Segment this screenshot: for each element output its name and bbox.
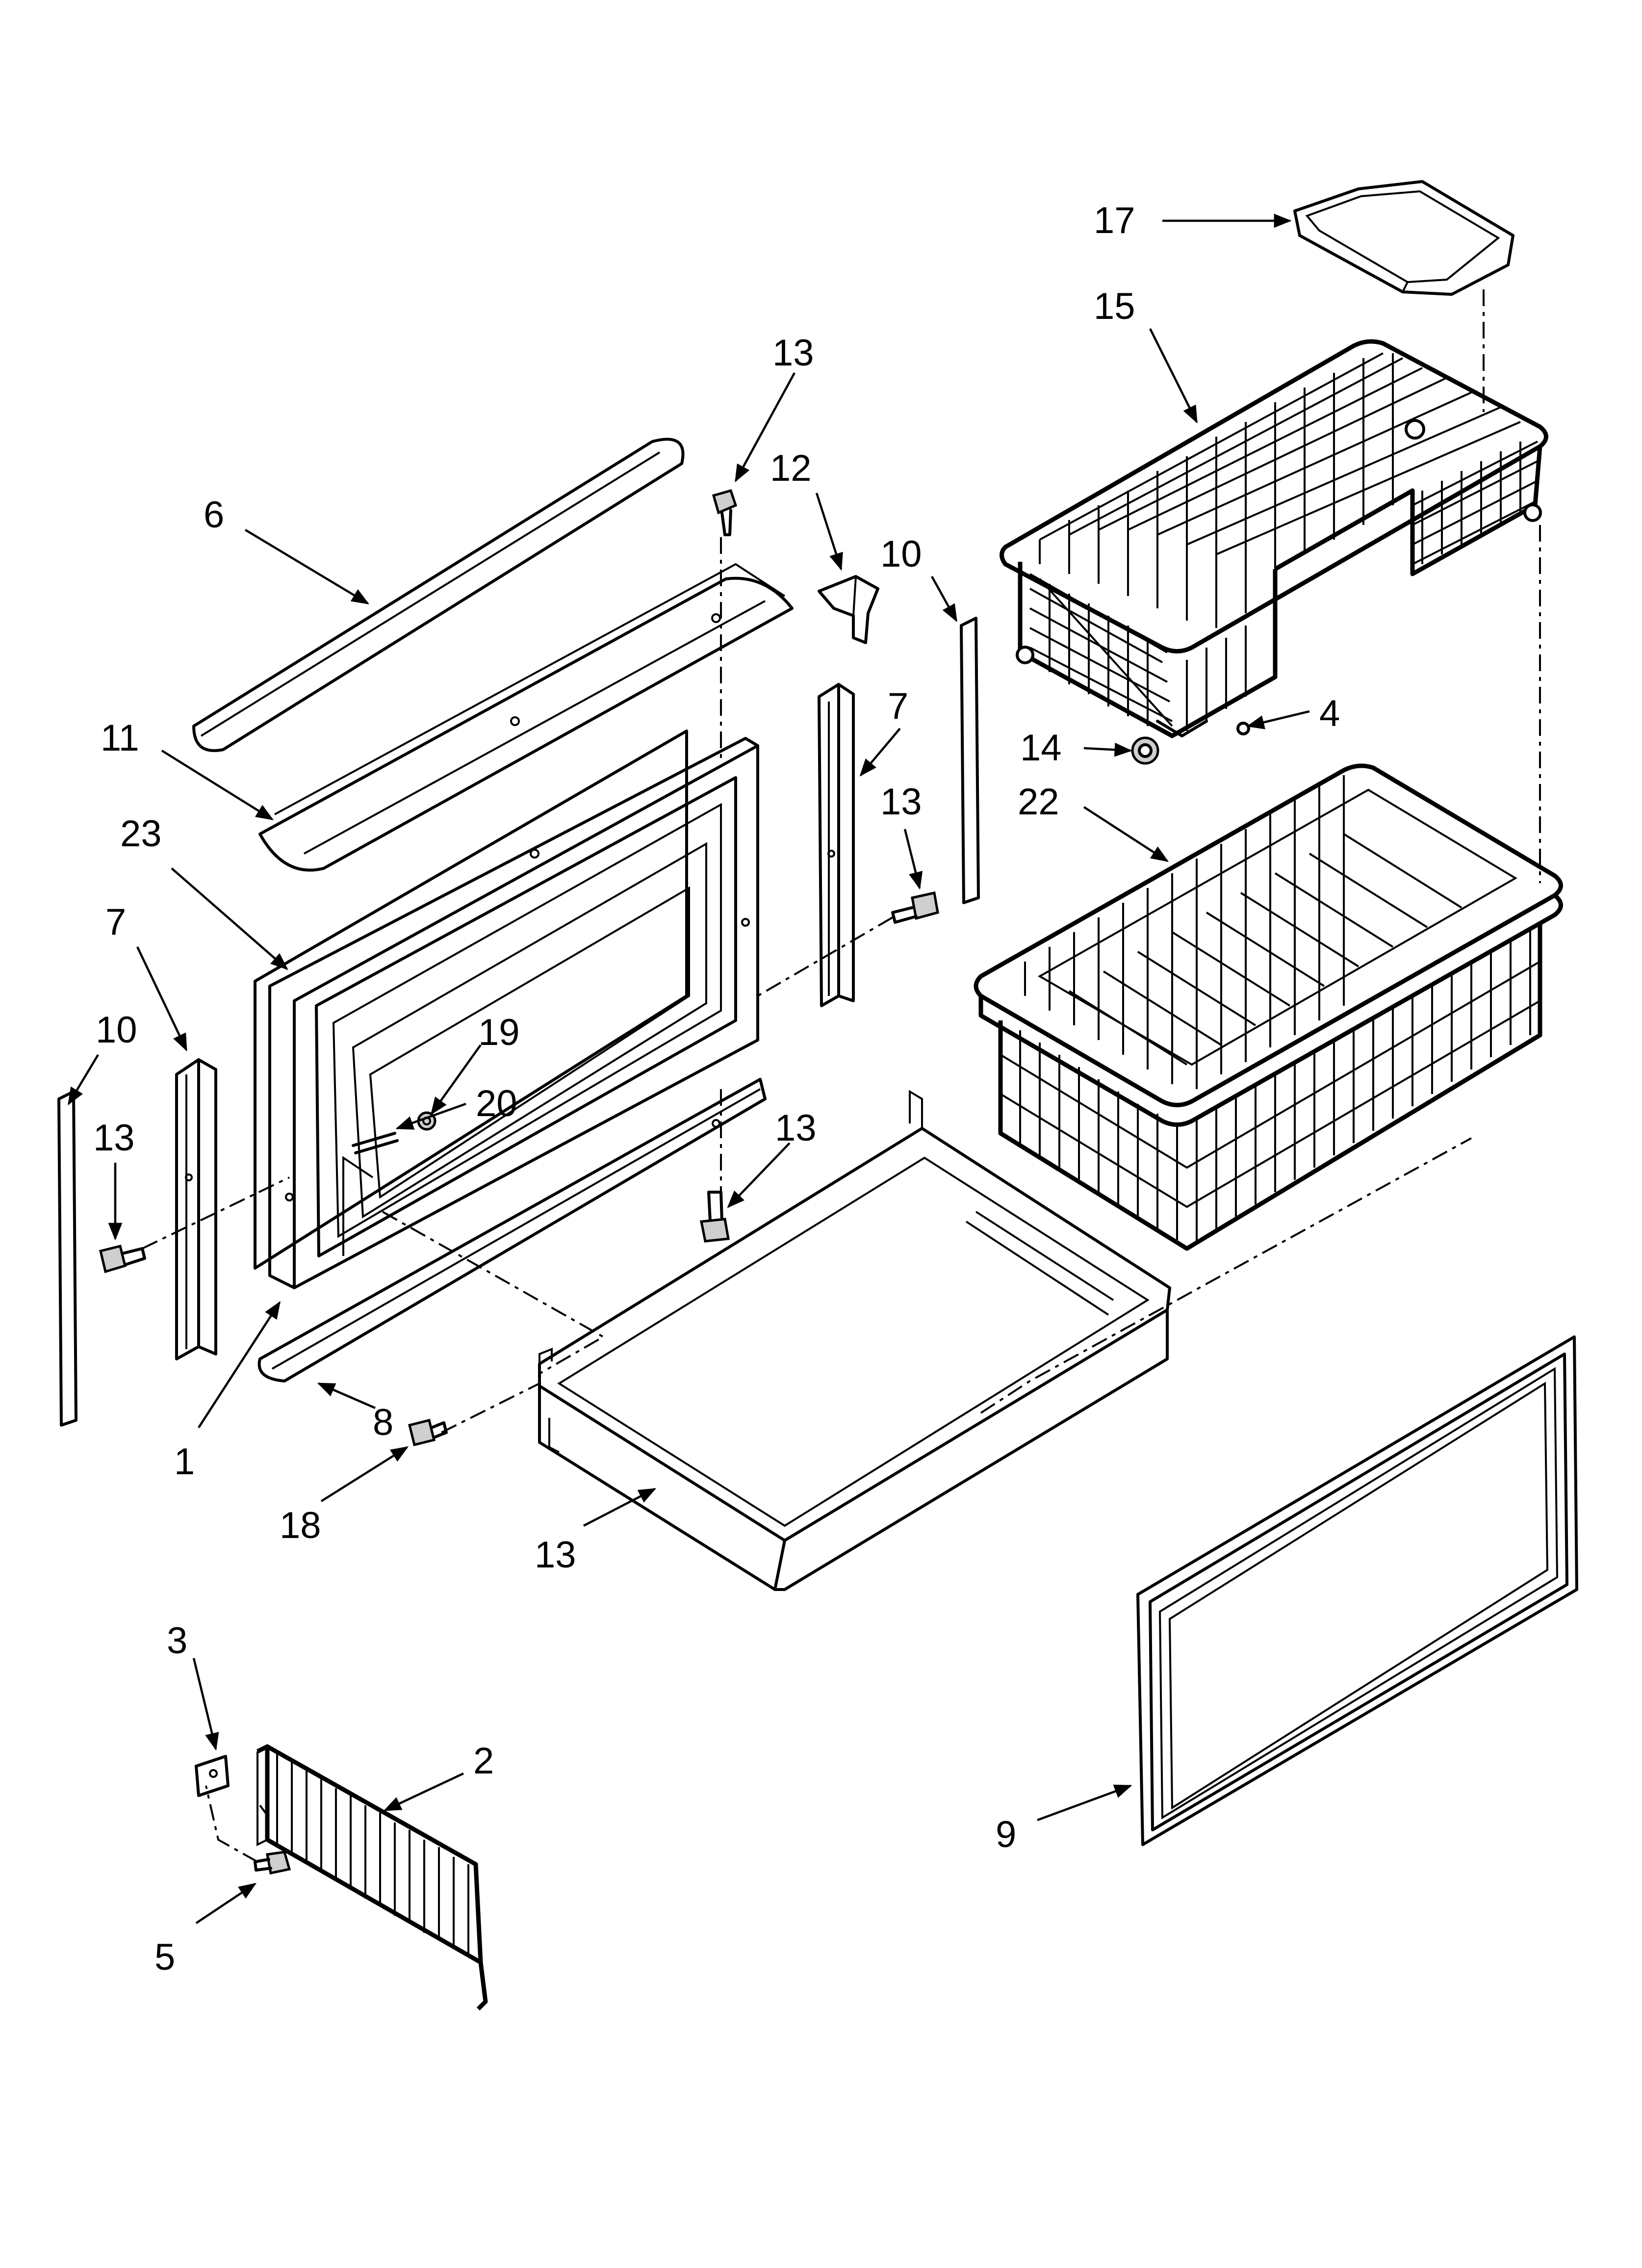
callout-14-bottom: 13 — [775, 1107, 817, 1149]
callout-9: 9 — [996, 1814, 1016, 1855]
washer — [1236, 722, 1250, 735]
drawer-slide-frame — [538, 1090, 1171, 1591]
callout-18: 17 — [1094, 200, 1135, 241]
callout-1: 1 — [174, 1441, 195, 1483]
screw-right-side — [891, 891, 939, 924]
callout-3: 3 — [167, 1620, 187, 1662]
callout-labels: 17 15 13 12 10 6 11 23 7 7 13 10 13 19 2… — [93, 200, 1340, 1978]
callout-19: 19 — [478, 1012, 520, 1053]
left-side-trim — [175, 1058, 217, 1360]
callout-10-left: 10 — [96, 1009, 137, 1051]
callout-23: 23 — [120, 813, 162, 855]
left-seal-strip — [57, 1090, 77, 1427]
right-side-trim — [818, 683, 855, 1007]
callout-21: 18 — [280, 1505, 321, 1546]
leader-lines — [68, 213, 1310, 1924]
screw-bottom — [700, 1191, 730, 1243]
callout-5: 5 — [154, 1936, 175, 1978]
door-gasket — [1136, 1335, 1578, 1846]
screw-left-side — [99, 1244, 146, 1274]
callout-14-right: 13 — [880, 781, 922, 823]
callout-10-right: 10 — [880, 533, 922, 575]
roller — [1131, 736, 1159, 765]
screw-bottom-front — [408, 1418, 448, 1447]
screw-divider — [254, 1851, 291, 1875]
callout-17: 15 — [1094, 286, 1135, 327]
callout-11: 11 — [101, 717, 139, 759]
callout-7-right: 7 — [888, 685, 908, 727]
callout-14-left: 13 — [93, 1117, 135, 1159]
callout-15: 13 — [535, 1534, 576, 1576]
callout-12: 14 — [1020, 727, 1062, 769]
callout-14-top: 13 — [772, 332, 814, 374]
callout-2: 2 — [473, 1740, 494, 1782]
screw-top — [712, 489, 738, 536]
bottom-door-trim — [257, 1078, 767, 1382]
upper-wire-basket — [1000, 339, 1548, 738]
trim-clip — [818, 575, 879, 644]
drawer-front-frame — [268, 737, 759, 1289]
callout-4: 4 — [1319, 693, 1340, 734]
wire-divider — [256, 1744, 488, 2011]
stud — [352, 1132, 399, 1154]
callout-22: 22 — [1018, 781, 1059, 823]
right-seal-strip — [960, 617, 980, 904]
small-bin — [1293, 180, 1514, 296]
top-trim-cover — [192, 438, 685, 752]
callout-7-left: 7 — [105, 901, 126, 943]
lower-wire-basket — [974, 763, 1563, 1251]
callout-13: 12 — [770, 447, 812, 489]
callout-8: 8 — [373, 1402, 393, 1443]
assembly-lines — [142, 289, 1541, 1863]
callout-6: 6 — [204, 494, 224, 536]
divider-bracket — [195, 1755, 230, 1797]
callout-20: 20 — [476, 1083, 517, 1124]
door-liner-panel — [254, 730, 688, 1270]
